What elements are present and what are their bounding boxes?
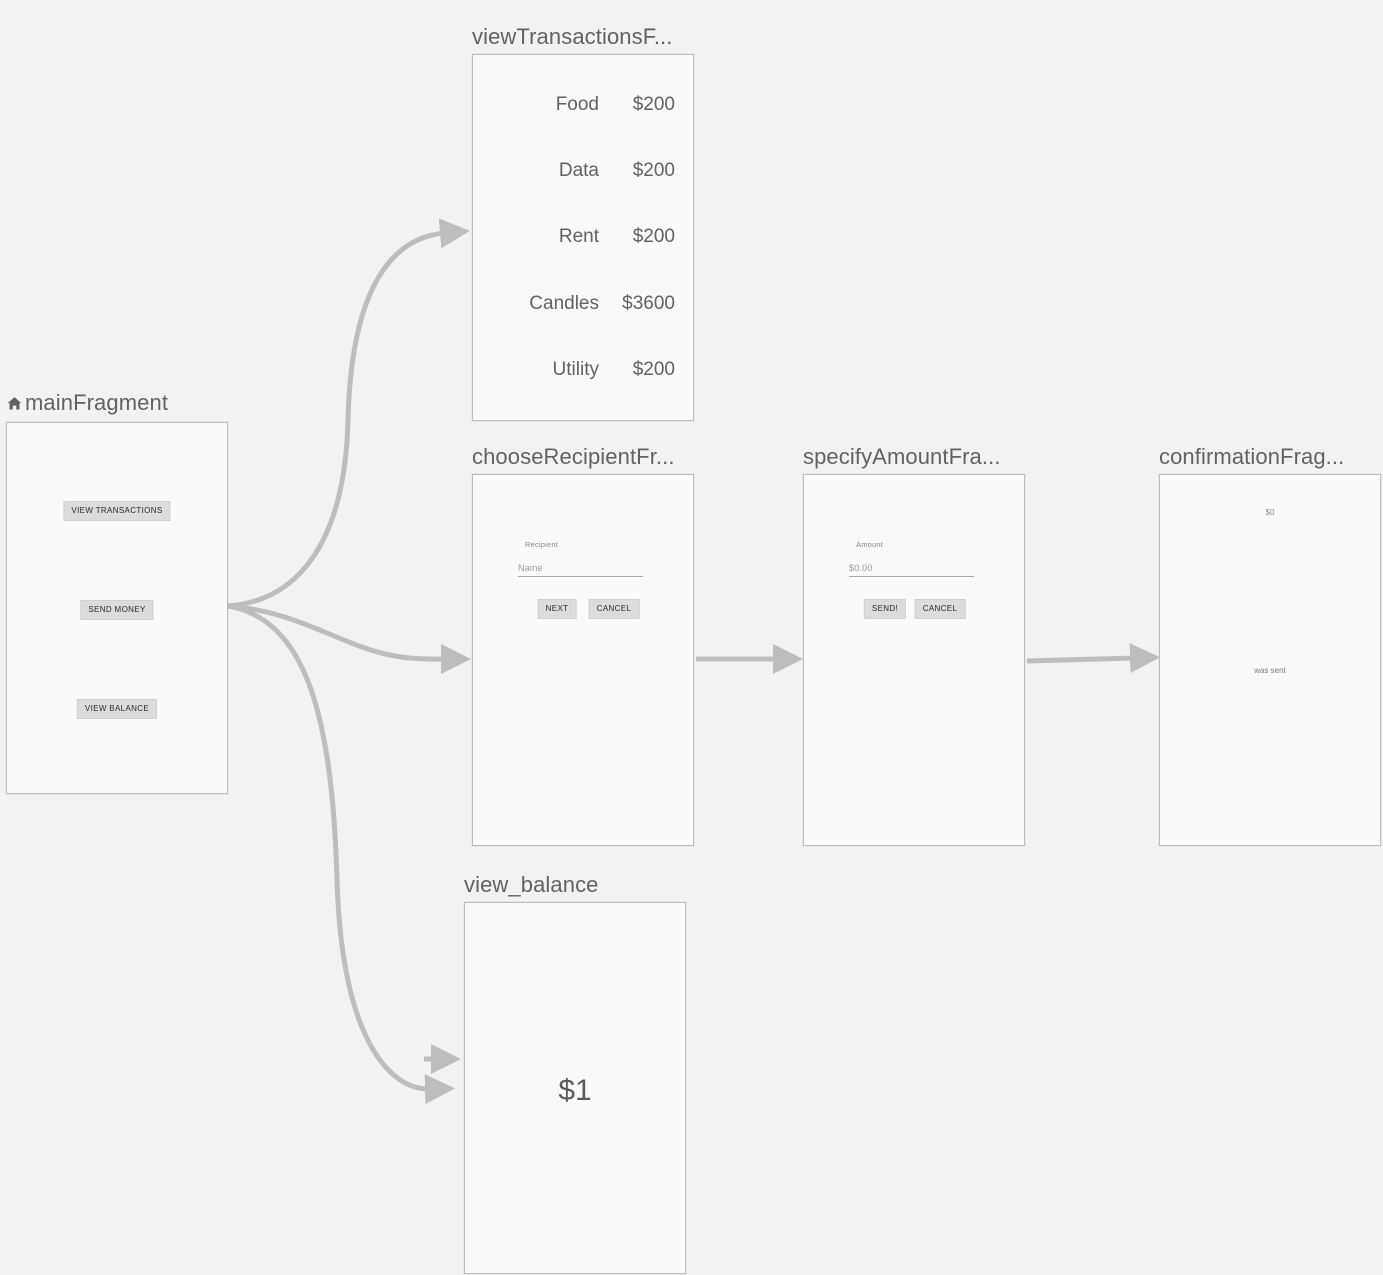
node-specify-amount-box[interactable]: Amount $0.00 SEND! CANCEL (803, 474, 1025, 846)
next-button[interactable]: NEXT (537, 599, 577, 619)
edge-specify-amount-to-confirmation (1026, 643, 1160, 674)
node-main-fragment-box[interactable]: VIEW TRANSACTIONS SEND MONEY VIEW BALANC… (6, 422, 228, 794)
node-confirmation-fragment[interactable]: confirmationFrag... $0 was sent (1159, 444, 1381, 846)
amount-field-label: Amount (856, 540, 884, 549)
recipient-name-input[interactable]: Name (518, 563, 643, 577)
confirmation-subtitle: was sent (1254, 666, 1286, 675)
node-view-balance-label: view_balance (464, 872, 599, 897)
node-view-transactions-fragment[interactable]: viewTransactionsF... Food $200 Data $200… (472, 24, 694, 421)
transaction-amount: $200 (632, 94, 675, 115)
home-icon (6, 392, 23, 418)
node-confirmation-box[interactable]: $0 was sent (1159, 474, 1381, 846)
transaction-name: Data (558, 160, 599, 181)
send-button[interactable]: SEND! (863, 599, 907, 619)
node-view-transactions-label: viewTransactionsF... (472, 24, 673, 49)
node-view-balance-box[interactable]: $1 (464, 902, 686, 1274)
transaction-name: Rent (558, 226, 599, 247)
edge-main-to-transactions (226, 218, 470, 609)
cancel-button[interactable]: CANCEL (914, 599, 966, 619)
transaction-row: Candles $3600 (491, 292, 675, 316)
recipient-field-label: Recipient (525, 540, 559, 549)
transaction-row: Data $200 (491, 159, 675, 183)
node-choose-recipient-fragment[interactable]: chooseRecipientFr... Recipient Name NEXT… (472, 444, 694, 846)
node-choose-recipient-box[interactable]: Recipient Name NEXT CANCEL (472, 474, 694, 846)
node-specify-amount-label: specifyAmountFra... (803, 444, 1001, 469)
node-specify-amount-fragment[interactable]: specifyAmountFra... Amount $0.00 SEND! C… (803, 444, 1025, 846)
balance-amount: $1 (558, 1074, 592, 1107)
transaction-amount: $200 (632, 160, 675, 181)
edge-main-to-view-balance (226, 603, 455, 1105)
edge-main-to-choose-recipient (226, 603, 471, 675)
node-confirmation-label: confirmationFrag... (1159, 444, 1345, 469)
confirmation-amount: $0 (1265, 508, 1275, 517)
transaction-name: Candles (529, 293, 599, 314)
transaction-name: Food (555, 94, 599, 115)
amount-input[interactable]: $0.00 (849, 563, 974, 577)
send-money-button[interactable]: SEND MONEY (80, 600, 154, 620)
view-transactions-button[interactable]: VIEW TRANSACTIONS (63, 501, 171, 521)
transaction-row: Rent $200 (491, 225, 675, 249)
transaction-name: Utility (552, 359, 599, 380)
view-balance-button[interactable]: VIEW BALANCE (76, 699, 158, 719)
cancel-button[interactable]: CANCEL (588, 599, 640, 619)
node-main-fragment-name: mainFragment (25, 390, 169, 415)
transaction-row: Utility $200 (491, 358, 675, 382)
node-main-fragment[interactable]: mainFragment VIEW TRANSACTIONS SEND MONE… (6, 390, 228, 794)
transaction-row: Food $200 (491, 93, 675, 117)
transaction-amount: $200 (632, 226, 675, 247)
transaction-amount: $200 (632, 359, 675, 380)
node-main-fragment-label: mainFragment (6, 390, 168, 418)
node-view-balance-fragment[interactable]: view_balance $1 (464, 872, 686, 1274)
node-view-transactions-box[interactable]: Food $200 Data $200 Rent $200 Candles $3… (472, 54, 694, 421)
transaction-amount: $3600 (622, 293, 675, 314)
node-choose-recipient-label: chooseRecipientFr... (472, 444, 675, 469)
